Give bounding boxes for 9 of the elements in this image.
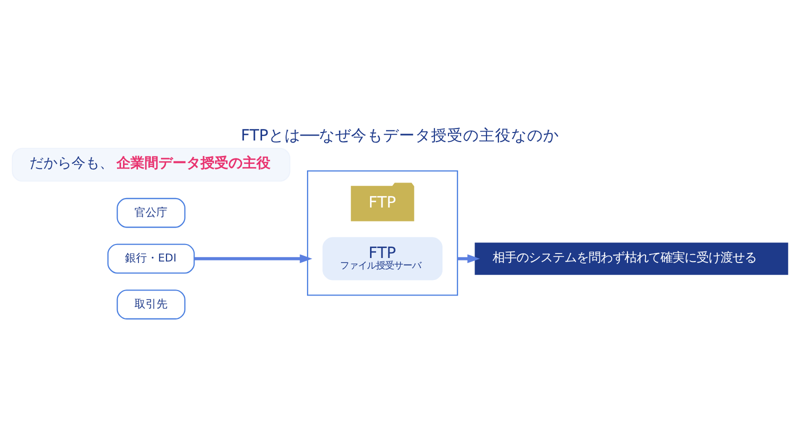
arrow [457, 254, 480, 263]
arrow [194, 254, 312, 263]
cluster [307, 170, 458, 296]
node-box: 官公庁 [116, 197, 186, 228]
diagram-title: FTPとは──なぜ今もデータ授受の主役なのか [240, 126, 560, 144]
node-box: 取引先 [116, 289, 186, 319]
node-box: FTP ファイル授受サーバ [322, 236, 443, 280]
node-box: 相手のシステムを問わず枯れて確実に受け渡せる [474, 242, 788, 274]
node-box: 銀行・EDI [107, 243, 195, 274]
